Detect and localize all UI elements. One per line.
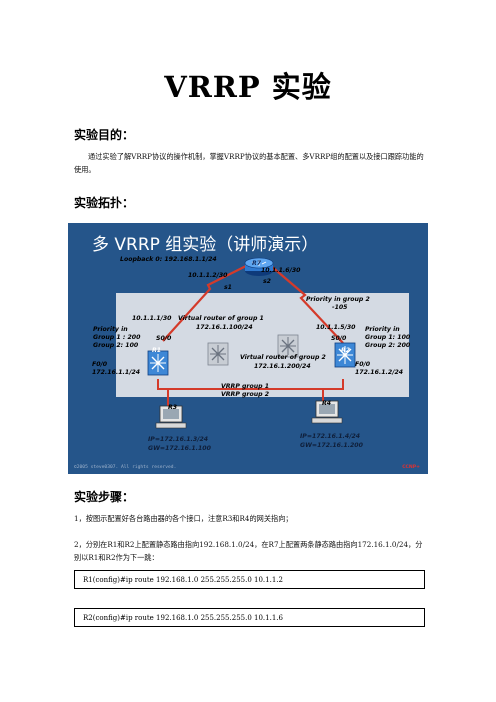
r7-s1-ip: 10.1.1.2/30 bbox=[188, 272, 228, 279]
command-box-r2: R2(config)#ip route 192.168.1.0 255.255.… bbox=[74, 608, 425, 627]
r3-ip-label: IP=172.16.1.3/24 bbox=[148, 436, 209, 443]
r7-s2-ip: 10.1.1.6/30 bbox=[261, 267, 301, 274]
r1-wan-ip: 10.1.1.1/30 bbox=[132, 315, 172, 322]
vrrp-group2-label: VRRP group 2 bbox=[221, 391, 270, 398]
r2-s00-label: S0/0 bbox=[331, 335, 347, 342]
r7-label: R7 bbox=[252, 260, 262, 267]
priority-group2-line2: -105 bbox=[332, 304, 348, 311]
document-title: VRRP 实验 bbox=[164, 70, 332, 104]
router-r2-icon bbox=[334, 342, 356, 368]
r1-priority-line3: Group 2: 100 bbox=[93, 342, 139, 349]
router-r1-icon bbox=[147, 350, 169, 376]
pc-r3-icon bbox=[155, 405, 187, 429]
r1-label: R1 bbox=[152, 347, 162, 354]
step-1-text: 1，按图示配置好各台路由器的各个接口，注意R3和R4的网关指向； bbox=[74, 514, 293, 523]
r4-ip-label: IP=172.16.1.4/24 bbox=[300, 433, 361, 440]
priority-group2-line1: Priority in group 2 bbox=[306, 296, 370, 303]
topology-slide: 多 VRRP 组实验（讲师演示） bbox=[68, 223, 428, 474]
r1-lan-ip: 172.16.1.1/24 bbox=[92, 369, 141, 376]
r2-lan-ip: 172.16.1.2/24 bbox=[355, 369, 404, 376]
slide-copyright: ©2005 steve0307. All rights reserved. bbox=[74, 465, 177, 470]
slide-footer-logo: CCNP+ bbox=[402, 465, 420, 470]
lan-link bbox=[157, 379, 344, 390]
pc-r4-icon bbox=[311, 400, 343, 424]
topology-diagram bbox=[116, 257, 409, 429]
vr2-label-line2: 172.16.1.200/24 bbox=[254, 363, 311, 370]
serial-link-r2-r7 bbox=[270, 265, 344, 344]
router-r7-icon bbox=[244, 257, 274, 276]
purpose-heading: 实验目的： bbox=[74, 128, 135, 142]
r2-label: R2 bbox=[341, 347, 351, 354]
r1-f00-label: F0/0 bbox=[92, 361, 108, 368]
vr2-label-line1: Virtual router of group 2 bbox=[240, 354, 326, 361]
r3-label: R3 bbox=[168, 404, 178, 411]
r2-wan-ip: 10.1.1.5/30 bbox=[316, 324, 356, 331]
r1-priority-line1: Priority in bbox=[93, 326, 128, 333]
command-box-r1: R1(config)#ip route 192.168.1.0 255.255.… bbox=[74, 570, 425, 589]
vr1-label-line2: 172.16.1.100/24 bbox=[196, 324, 253, 331]
s2-label: s2 bbox=[263, 278, 271, 285]
vrrp-group1-label: VRRP group 1 bbox=[221, 383, 270, 390]
virtual-router-1-icon bbox=[207, 342, 229, 366]
r3-gw-label: GW=172.16.1.100 bbox=[148, 445, 211, 452]
r4-gw-label: GW=172.16.1.200 bbox=[300, 442, 363, 449]
s1-label: s1 bbox=[224, 284, 232, 291]
loopback-label: Loopback 0: 192.168.1.1/24 bbox=[120, 256, 217, 263]
r2-f00-label: F0/0 bbox=[355, 361, 371, 368]
steps-heading: 实验步骤： bbox=[74, 490, 135, 504]
r2-priority-line1: Priority in bbox=[365, 326, 400, 333]
r1-priority-line2: Group 1 : 200 bbox=[93, 334, 141, 341]
r2-priority-line2: Group 1: 100 bbox=[365, 334, 411, 341]
purpose-text: 通过实验了解VRRP协议的操作机制，掌握VRRP协议的基本配置、多VRRP组的配… bbox=[74, 152, 424, 174]
vr1-label-line1: Virtual router of group 1 bbox=[178, 315, 264, 322]
step-2-text: 2，分别在R1和R2上配置静态路由指向192.168.1.0/24，在R7上配置… bbox=[74, 540, 423, 562]
topology-heading: 实验拓扑： bbox=[74, 196, 135, 210]
r4-label: R4 bbox=[322, 400, 332, 407]
slide-title: 多 VRRP 组实验（讲师演示） bbox=[92, 235, 319, 255]
serial-link-r1-r7 bbox=[162, 265, 247, 342]
r1-s00-label: S0/0 bbox=[156, 335, 172, 342]
r2-priority-line3: Group 2: 200 bbox=[365, 342, 411, 349]
virtual-router-2-icon bbox=[277, 334, 299, 358]
network-zone bbox=[116, 293, 409, 397]
